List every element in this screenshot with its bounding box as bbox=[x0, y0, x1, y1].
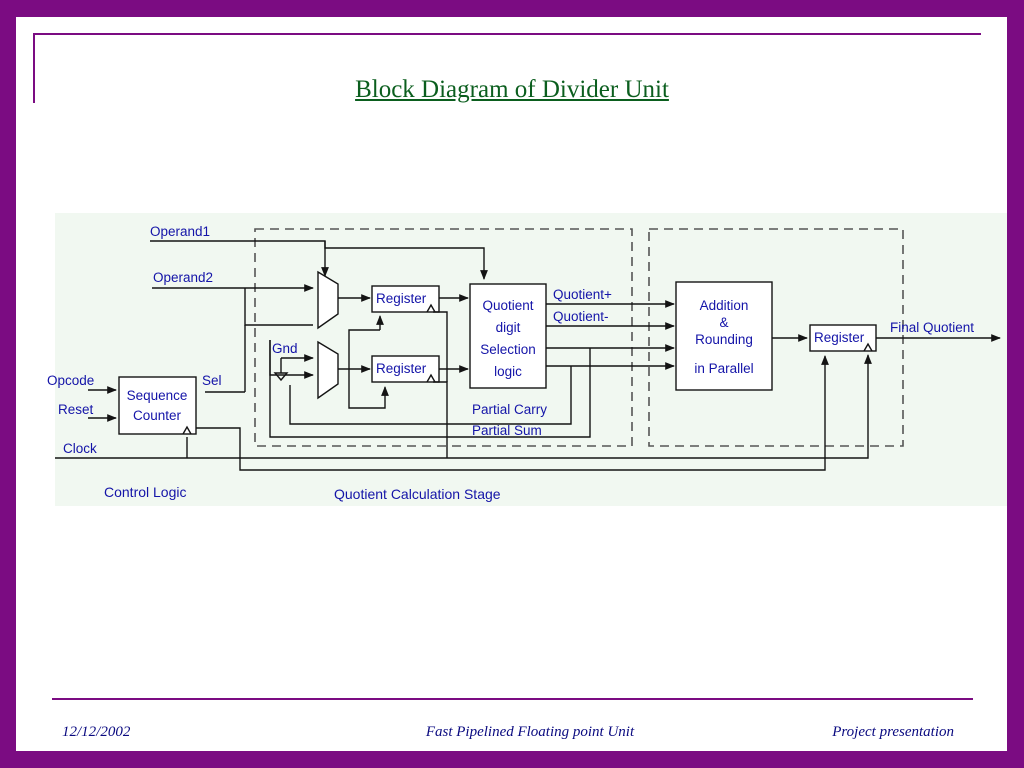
clock-label: Clock bbox=[63, 441, 97, 456]
add-line4: in Parallel bbox=[694, 361, 753, 376]
operand1-to-qds-wire bbox=[324, 241, 488, 280]
partial-carry-label: Partial Carry bbox=[472, 402, 547, 417]
qds-line2: digit bbox=[496, 320, 521, 335]
quotient-stage-boundary bbox=[254, 228, 633, 447]
operand1-label: Operand1 bbox=[150, 224, 210, 239]
gnd-symbol-icon bbox=[273, 372, 289, 382]
partial-sum-feedback-wire bbox=[269, 340, 591, 438]
counter-to-final-register-wire bbox=[196, 355, 829, 471]
footer-subtitle: Project presentation bbox=[832, 724, 954, 740]
clock-wire bbox=[55, 354, 872, 459]
add-line2: & bbox=[719, 315, 728, 330]
sequence-counter-block bbox=[118, 376, 197, 435]
register-lower bbox=[371, 355, 440, 383]
quotient-plus-label: Quotient+ bbox=[553, 287, 612, 302]
mux-upper bbox=[317, 270, 339, 330]
qds-logic-block bbox=[469, 283, 547, 389]
qds-line3: Selection bbox=[480, 342, 536, 357]
register-final-label: Register bbox=[814, 330, 865, 345]
qds-line4: logic bbox=[494, 364, 522, 379]
top-decor-line bbox=[34, 33, 981, 35]
sel-label: Sel bbox=[202, 373, 222, 388]
clock-edge-icon bbox=[426, 373, 436, 383]
register-upper-label: Register bbox=[376, 291, 427, 306]
final-quotient-label: Final Quotient bbox=[890, 320, 974, 335]
quotient-minus-label: Quotient- bbox=[553, 309, 609, 324]
clock-edge-icon bbox=[426, 303, 436, 313]
seq-line2: Counter bbox=[133, 408, 182, 423]
operand2-label: Operand2 bbox=[153, 270, 213, 285]
control-logic-label: Control Logic bbox=[104, 484, 187, 500]
footer-date: 12/12/2002 bbox=[62, 724, 131, 740]
add-line1: Addition bbox=[700, 298, 749, 313]
addition-rounding-block bbox=[675, 281, 773, 391]
register-final bbox=[809, 324, 877, 352]
footer-title: Fast Pipelined Floating point Unit bbox=[425, 724, 635, 740]
mux-lower bbox=[317, 340, 339, 400]
slide-title: Block Diagram of Divider Unit bbox=[355, 76, 669, 103]
reset-label: Reset bbox=[58, 402, 94, 417]
register-upper bbox=[371, 285, 440, 313]
opcode-label: Opcode bbox=[47, 373, 94, 388]
gnd-label: Gnd bbox=[272, 341, 298, 356]
add-line3: Rounding bbox=[695, 332, 753, 347]
register-lower-label: Register bbox=[376, 361, 427, 376]
clock-to-upper-register-wire bbox=[433, 311, 448, 382]
left-decor-line bbox=[33, 33, 35, 103]
qds-line1: Quotient bbox=[482, 298, 533, 313]
partial-sum-label: Partial Sum bbox=[472, 423, 542, 438]
clock-edge-icon bbox=[863, 342, 873, 352]
partial-carry-feedback-wire bbox=[289, 366, 572, 425]
clock-edge-icon bbox=[182, 425, 192, 435]
quotient-stage-label: Quotient Calculation Stage bbox=[334, 486, 501, 502]
seq-line1: Sequence bbox=[127, 388, 188, 403]
footer-divider bbox=[52, 698, 973, 700]
sel-to-lower-register-wire bbox=[348, 329, 389, 409]
